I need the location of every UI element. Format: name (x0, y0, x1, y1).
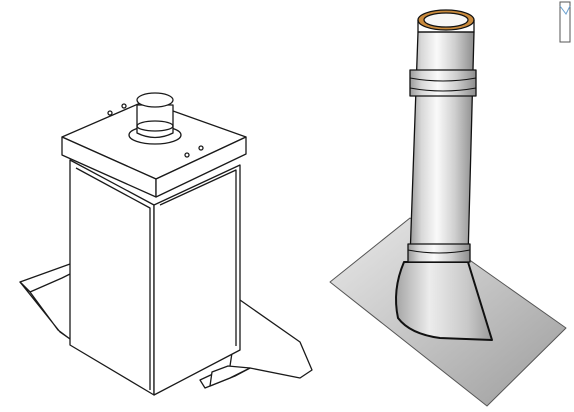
partial-frame-icon (559, 1, 571, 43)
chase-left-face (69, 159, 155, 396)
pipe-top-opening (423, 12, 469, 28)
flashing-boot (395, 261, 493, 341)
chase-collar-top (136, 92, 174, 108)
chase-right-face-inner (159, 169, 237, 346)
pipe-body (409, 31, 475, 259)
roof-flashing-figure (329, 9, 567, 407)
lid-screw-4 (198, 145, 204, 151)
chase-left-face-inner (75, 167, 151, 390)
lid-screw-2 (107, 110, 113, 116)
chase-right-face (153, 164, 241, 396)
chase-lid-right-skirt (155, 136, 247, 198)
pipe-taper (417, 20, 475, 33)
chase-collar-ring (136, 120, 174, 132)
pipe-upper-band (409, 69, 477, 97)
chase-top-figure (19, 92, 313, 396)
lid-screw-1 (121, 103, 127, 109)
lid-screw-3 (184, 152, 190, 158)
